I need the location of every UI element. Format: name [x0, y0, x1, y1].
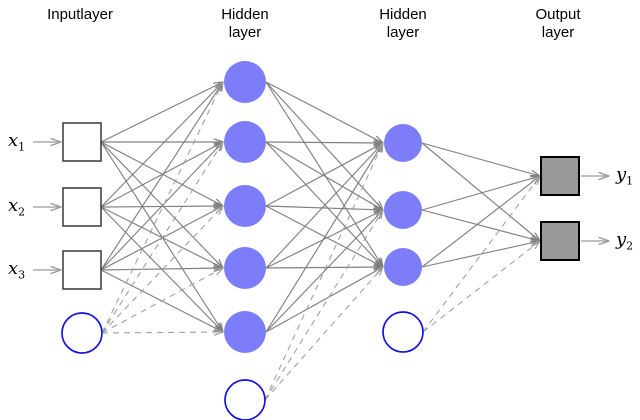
weight-connection [421, 176, 540, 268]
output-node-y2 [540, 221, 580, 261]
weight-connection [100, 268, 223, 270]
input-node-x1 [62, 122, 102, 162]
bias-connection [101, 142, 223, 334]
bias-connection [264, 143, 383, 401]
weight-connection [265, 267, 383, 333]
hidden2-node-2 [384, 191, 422, 229]
bias-connection [101, 206, 223, 334]
weight-connection [421, 209, 540, 241]
weight-connection [265, 143, 383, 333]
bias-connection [422, 241, 540, 333]
weight-connection [265, 81, 383, 143]
hidden2-node-1 [384, 124, 422, 162]
weight-connection [265, 205, 383, 210]
weight-connection [265, 143, 383, 207]
weight-connection [265, 210, 383, 269]
weight-connection [265, 141, 383, 267]
output-node-y1 [540, 156, 580, 196]
weight-connection [265, 142, 383, 143]
hidden2-bias-node [382, 311, 424, 353]
weight-connection [265, 81, 383, 210]
input-bias-node [61, 312, 103, 354]
weight-connection [421, 142, 540, 241]
bias-connection [101, 268, 223, 334]
weight-connection [265, 267, 383, 268]
input-node-x2 [62, 187, 102, 227]
weight-connection [100, 142, 223, 208]
hidden1-bias-node [224, 379, 266, 420]
weight-connection [100, 141, 223, 268]
weight-connection [265, 141, 383, 210]
weight-connection [100, 82, 223, 271]
weight-connection [265, 210, 383, 333]
bias-connection [101, 332, 223, 333]
weight-connection [100, 82, 223, 208]
weight-connection [421, 176, 540, 211]
hidden2-node-3 [384, 248, 422, 286]
weight-connection [100, 82, 223, 143]
weight-connection [100, 142, 223, 271]
hidden1-node-1 [224, 61, 266, 103]
weight-connection [421, 241, 540, 268]
hidden1-node-5 [224, 311, 266, 353]
hidden1-node-4 [224, 247, 266, 289]
weight-connection [421, 142, 540, 176]
input-node-x3 [62, 250, 102, 290]
bias-connection [264, 210, 383, 401]
weight-connection [265, 143, 383, 269]
edges-group [100, 81, 540, 401]
nodes-group [33, 61, 609, 420]
bias-connection [264, 267, 383, 401]
bias-connection [101, 82, 223, 334]
hidden1-node-2 [224, 121, 266, 163]
hidden1-node-3 [224, 185, 266, 227]
